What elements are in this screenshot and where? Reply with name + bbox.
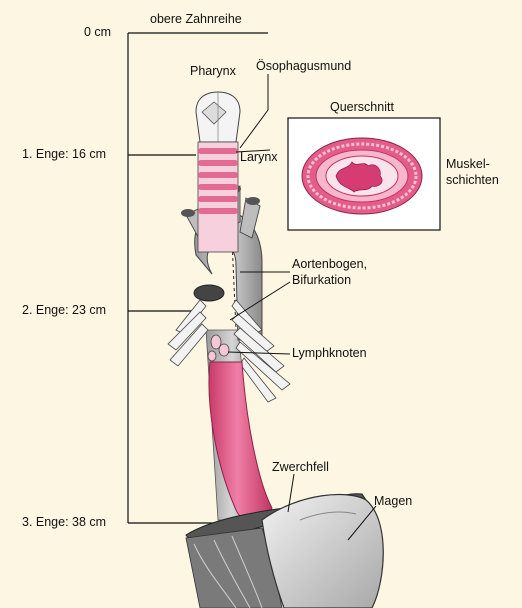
zwerchfell-label: Zwerchfell [272, 460, 329, 474]
upper-teeth-label: obere Zahnreihe [150, 12, 242, 26]
lymphknoten-label: Lymphknoten [292, 346, 367, 360]
first-constriction-label: 1. Enge: 16 cm [22, 147, 106, 161]
larynx-label: Larynx [240, 150, 278, 164]
trachea-upper [198, 142, 238, 252]
bifurkation-label: Bifurkation [292, 273, 351, 287]
second-constriction-label: 2. Enge: 23 cm [22, 303, 106, 317]
third-constriction-label: 3. Enge: 38 cm [22, 515, 106, 529]
ruler-zero-label: 0 cm [84, 25, 111, 39]
muscle-layers-label-1: Muskel- [446, 157, 490, 171]
pharynx-label: Pharynx [190, 64, 236, 78]
stomach [262, 495, 383, 608]
magen-label: Magen [374, 494, 412, 508]
cross-section-inset [288, 118, 440, 230]
cross-section-title: Querschnitt [330, 100, 394, 114]
larynx [196, 92, 240, 142]
stomach-diaphragm [186, 494, 383, 608]
muscle-layers-label-2: schichten [446, 173, 499, 187]
aortenbogen-label: Aortenbogen, [292, 257, 367, 271]
oesophagusmund-label: Ösophagusmund [256, 59, 351, 73]
